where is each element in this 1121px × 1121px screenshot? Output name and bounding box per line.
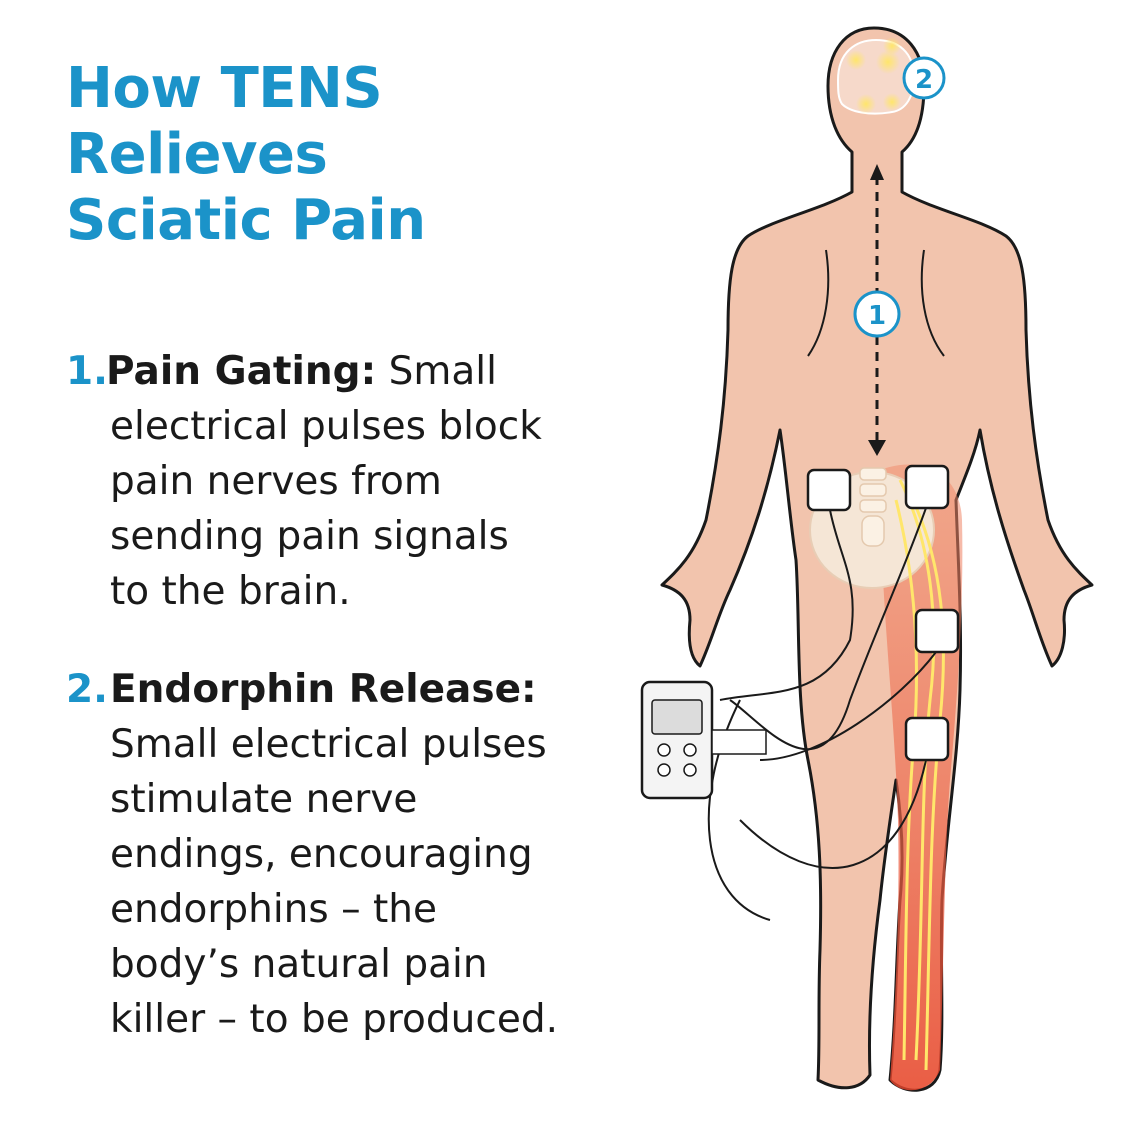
electrode-pads bbox=[806, 464, 960, 762]
page-title: How TENS Relieves Sciatic Pain bbox=[66, 56, 426, 254]
title-line-3: Sciatic Pain bbox=[66, 188, 426, 253]
endorphin-text-6: killer – to be produced. bbox=[110, 997, 558, 1042]
endorphin-release-item: 2. Endorphin Release: Small electrical p… bbox=[66, 662, 646, 1047]
marker-1: 1 bbox=[853, 290, 901, 338]
endorphin-text-1: Small electrical pulses bbox=[110, 722, 547, 767]
endorphin-release-heading: Endorphin Release: bbox=[110, 667, 537, 712]
endorphin-glow-spots bbox=[846, 37, 901, 114]
endorphin-text-4: endorphins – the bbox=[110, 887, 438, 932]
spine-vertebrae bbox=[859, 467, 887, 547]
pain-gating-text-1: Small bbox=[388, 349, 497, 394]
body-diagram-svg: 1 2 bbox=[640, 26, 1094, 1092]
pain-gating-text-5: to the brain. bbox=[110, 569, 351, 614]
title-line-2: Relieves bbox=[66, 122, 328, 187]
tens-unit-device bbox=[640, 680, 767, 800]
marker-2: 2 bbox=[902, 56, 946, 100]
pain-gating-heading: Pain Gating: bbox=[106, 349, 377, 394]
pain-gating-text-3: pain nerves from bbox=[110, 459, 442, 504]
title-line-1: How TENS bbox=[66, 56, 383, 121]
endorphin-text-2: stimulate nerve bbox=[110, 777, 418, 822]
endorphin-text-3: endings, encouraging bbox=[110, 832, 533, 877]
marker-2-label: 2 bbox=[915, 65, 933, 95]
pain-gating-text-2: electrical pulses block bbox=[110, 404, 542, 449]
pain-gating-text-4: sending pain signals bbox=[110, 514, 509, 559]
marker-1-label: 1 bbox=[868, 301, 886, 331]
item-number-2: 2. bbox=[66, 667, 108, 712]
pain-gating-item: 1. Pain Gating: Small electrical pulses … bbox=[66, 344, 646, 619]
endorphin-text-5: body’s natural pain bbox=[110, 942, 488, 987]
body-illustration: 1 2 bbox=[630, 20, 1110, 1110]
item-number-1: 1. bbox=[66, 349, 108, 394]
